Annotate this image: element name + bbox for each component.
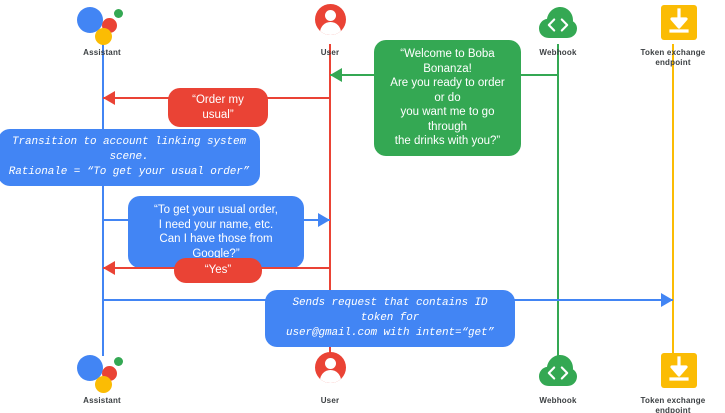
actor-label-user: User xyxy=(320,48,340,57)
actor-assistant-bottom: Assistant xyxy=(47,350,157,406)
download-box-icon xyxy=(645,350,701,394)
lifeline-user xyxy=(329,44,331,356)
lifeline-token xyxy=(672,44,674,356)
actor-assistant-top: Assistant xyxy=(47,2,157,58)
user-avatar-head xyxy=(325,358,336,369)
actor-label-user: User xyxy=(320,396,340,405)
user-avatar-body xyxy=(320,22,341,35)
actor-webhook-top: Webhook xyxy=(503,2,613,58)
user-avatar-icon xyxy=(302,350,358,394)
assistant-dot-yellow xyxy=(95,376,112,393)
google-assistant-icon xyxy=(74,2,130,46)
cloud-code-svg xyxy=(539,355,577,386)
actor-user-top: User xyxy=(275,2,385,58)
actor-label-assistant: Assistant xyxy=(83,396,121,405)
user-avatar-head xyxy=(325,10,336,21)
actor-label-token: Token exchange endpoint xyxy=(640,396,706,413)
actor-label-assistant: Assistant xyxy=(83,48,121,57)
message-token-request: Sends request that contains ID token for… xyxy=(265,290,515,347)
actor-label-webhook: Webhook xyxy=(539,396,577,405)
message-consent-prompt: “To get your usual order, I need your na… xyxy=(128,196,304,268)
arrowhead-user-to-assistant xyxy=(103,91,115,105)
download-box-icon xyxy=(645,2,701,46)
arrowhead-yes-reply xyxy=(103,261,115,275)
download-box-svg xyxy=(661,5,697,40)
actor-label-webhook: Webhook xyxy=(539,48,577,57)
actor-token-bottom: Token exchange endpoint xyxy=(618,350,725,413)
arrowhead-assistant-to-user xyxy=(318,213,330,227)
cloud-code-svg xyxy=(539,7,577,38)
user-avatar-silhouette xyxy=(315,352,346,383)
actor-webhook-bottom: Webhook xyxy=(503,350,613,406)
lifeline-webhook xyxy=(557,44,559,356)
cloud-code-icon xyxy=(530,350,586,394)
lifeline-assistant xyxy=(102,44,104,356)
user-avatar-silhouette xyxy=(315,4,346,35)
actor-user-bottom: User xyxy=(275,350,385,406)
assistant-dot-green xyxy=(114,9,123,18)
user-avatar-body xyxy=(320,370,341,383)
arrowhead-token-request xyxy=(661,293,673,307)
download-box-svg xyxy=(661,353,697,388)
message-welcome: “Welcome to Boba Bonanza! Are you ready … xyxy=(374,40,521,156)
assistant-dot-green xyxy=(114,357,123,366)
actor-token-top: Token exchange endpoint xyxy=(618,2,725,68)
note-transition: Transition to account linking system sce… xyxy=(0,129,260,186)
assistant-dot-yellow xyxy=(95,28,112,45)
message-order-my-usual: “Order my usual” xyxy=(168,88,268,127)
actor-label-token: Token exchange endpoint xyxy=(640,48,706,67)
cloud-code-icon xyxy=(530,2,586,46)
user-avatar-icon xyxy=(302,2,358,46)
message-yes-reply: “Yes” xyxy=(174,258,262,283)
google-assistant-icon xyxy=(74,350,130,394)
arrowhead-webhook-to-user xyxy=(330,68,342,82)
